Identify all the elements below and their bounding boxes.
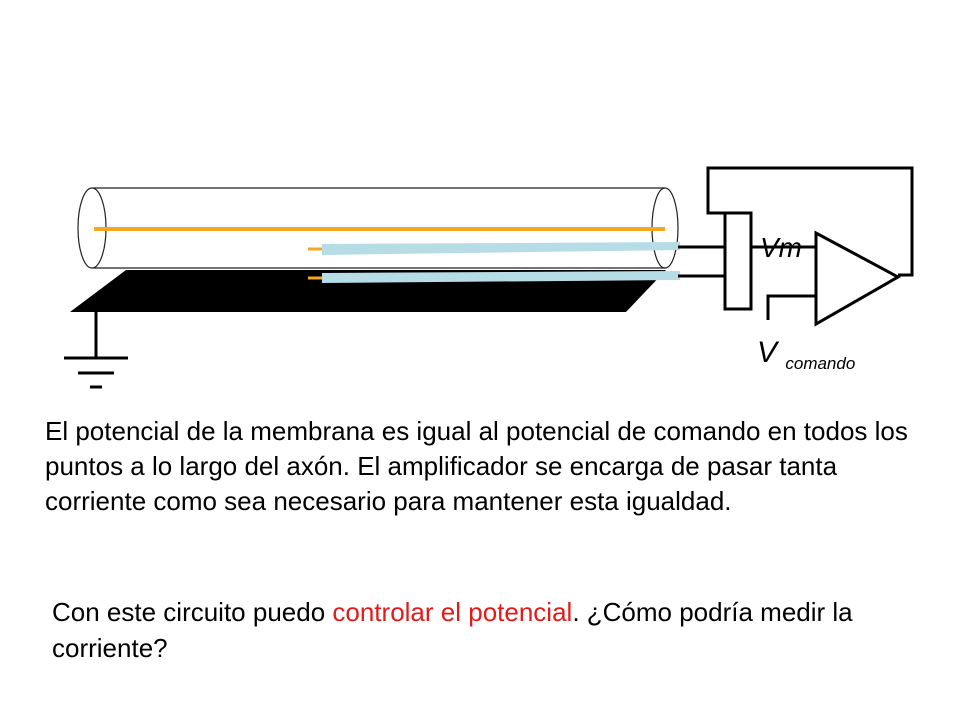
headstage-box	[723, 211, 753, 311]
question-paragraph: Con este circuito puedo controlar el pot…	[52, 594, 872, 666]
highlight-text: controlar el potencial	[332, 597, 573, 627]
voltage-clamp-diagram: Vm V comando	[64, 166, 914, 389]
axon-cylinder	[77, 187, 679, 269]
vcomando-main: V	[757, 336, 780, 369]
question-end: . ¿Cómo podría medir la corriente?	[52, 597, 853, 663]
vcomando-subscript: comando	[785, 354, 855, 373]
vcomando-label: V comando	[757, 336, 855, 373]
voltage-electrode	[308, 271, 680, 283]
vm-label: Vm	[760, 232, 802, 263]
current-electrode	[308, 242, 680, 255]
ground-icon	[64, 312, 128, 389]
question-start: Con este circuito puedo	[52, 597, 333, 627]
explanation-paragraph: El potencial de la membrana es igual al …	[45, 416, 908, 516]
circuit-wires	[678, 166, 914, 320]
amplifier-triangle	[814, 230, 902, 327]
